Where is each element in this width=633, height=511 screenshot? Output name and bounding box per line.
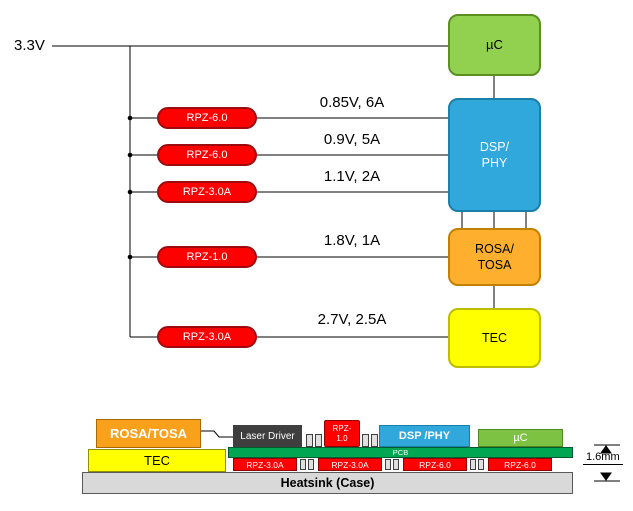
board-passive-component [308, 459, 314, 470]
board-bottom-regulator-1: RPZ-3.0A [233, 458, 297, 471]
block-rosa-tosa: ROSA/ TOSA [448, 228, 541, 286]
rail-label-5: 2.7V, 2.5A [317, 311, 387, 328]
board-passive-component [385, 459, 391, 470]
board-passive-component [470, 459, 476, 470]
board-passive-component [371, 434, 378, 447]
board-passive-component [315, 434, 322, 447]
board-heatsink-case: Heatsink (Case) [82, 472, 573, 494]
board-dsp-phy: DSP /PHY [379, 425, 470, 447]
board-pcb: PCB [228, 447, 573, 458]
board-passive-component [306, 434, 313, 447]
block-microcontroller: µC [448, 14, 541, 76]
pcb-thickness-dimension: 1.6mm [583, 451, 623, 465]
board-bottom-regulator-2: RPZ-3.0A [318, 458, 382, 471]
rail-label-3: 1.1V, 2A [323, 168, 381, 185]
board-wire [201, 430, 233, 438]
rail-label-4: 1.8V, 1A [323, 232, 381, 249]
rail-label-1: 0.85V, 6A [319, 94, 385, 111]
regulator-block-1: RPZ-6.0 [157, 107, 257, 129]
board-rpz-1.0: RPZ- 1.0 [324, 420, 360, 447]
regulator-block-3: RPZ-3.0A [157, 181, 257, 203]
board-passive-component [393, 459, 399, 470]
board-passive-component [362, 434, 369, 447]
block-tec: TEC [448, 308, 541, 368]
regulator-block-2: RPZ-6.0 [157, 144, 257, 166]
block-dsp-phy: DSP/ PHY [448, 98, 541, 212]
board-passive-component [478, 459, 484, 470]
board-microcontroller: µC [478, 429, 563, 447]
board-bottom-regulator-3: RPZ-6.0 [403, 458, 467, 471]
regulator-block-4: RPZ-1.0 [157, 246, 257, 268]
supply-voltage-label: 3.3V [14, 37, 45, 54]
junction-dots [127, 115, 133, 260]
board-bottom-regulator-4: RPZ-6.0 [488, 458, 552, 471]
board-tec: TEC [88, 449, 226, 472]
rail-label-2: 0.9V, 5A [323, 131, 381, 148]
board-rosa-tosa: ROSA/TOSA [96, 419, 201, 448]
board-laser-driver: Laser Driver [233, 425, 302, 447]
regulator-block-5: RPZ-3.0A [157, 326, 257, 348]
board-passive-component [300, 459, 306, 470]
